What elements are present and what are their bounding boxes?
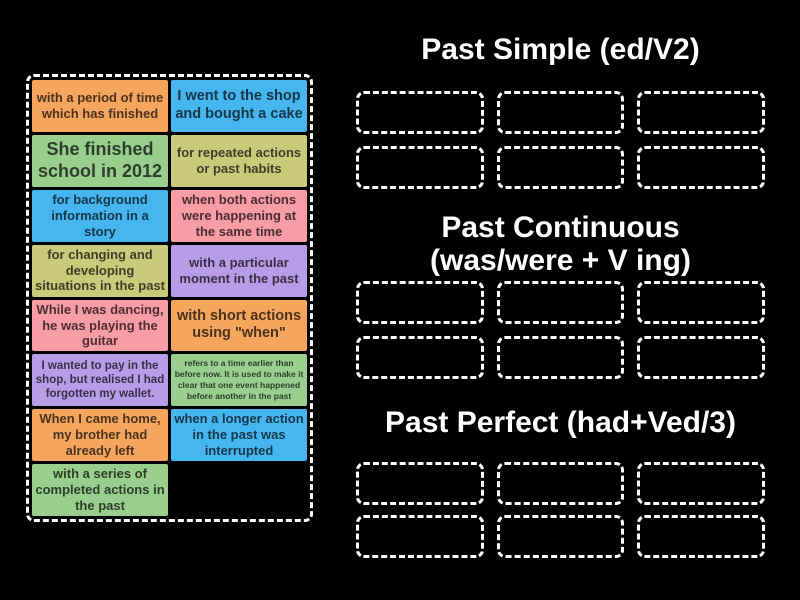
- drop-slot[interactable]: [637, 146, 765, 189]
- drop-slot[interactable]: [356, 462, 484, 505]
- draggable-card[interactable]: when both actions were happening at the …: [171, 189, 307, 242]
- drop-slot[interactable]: [356, 515, 484, 558]
- group-title-past-perfect: Past Perfect (had+Ved/3): [356, 406, 765, 439]
- group-title-past-continuous: Past Continuous (was/were + V ing): [356, 211, 765, 277]
- drop-slot[interactable]: [356, 281, 484, 324]
- drop-slot[interactable]: [637, 281, 765, 324]
- group-past-perfect: Past Perfect (had+Ved/3): [356, 406, 765, 558]
- drop-slot[interactable]: [356, 91, 484, 134]
- drop-slot[interactable]: [496, 146, 625, 189]
- draggable-card[interactable]: with short actions using "when": [171, 299, 307, 352]
- drop-slot[interactable]: [496, 281, 625, 324]
- group-title-line: Past Simple (ed/V2): [421, 33, 700, 66]
- draggable-card[interactable]: for repeated actions or past habits: [171, 134, 307, 187]
- drop-slot[interactable]: [496, 336, 625, 379]
- drop-slot[interactable]: [496, 515, 625, 558]
- drop-slot[interactable]: [356, 146, 484, 189]
- drop-zone-grid-past-continuous: [356, 281, 765, 379]
- drop-zone-grid-past-perfect: [356, 462, 765, 558]
- card-tray: with a period of time which has finished…: [26, 74, 313, 522]
- draggable-card[interactable]: with a particular moment in the past: [171, 244, 307, 297]
- drop-slot[interactable]: [637, 515, 765, 558]
- draggable-card[interactable]: While I was dancing, he was playing the …: [32, 299, 168, 352]
- group-title-line: Past Perfect (had+Ved/3): [385, 406, 736, 439]
- draggable-card[interactable]: refers to a time earlier than before now…: [171, 354, 307, 407]
- draggable-card[interactable]: for changing and developing situations i…: [32, 244, 168, 297]
- draggable-card[interactable]: She finished school in 2012: [32, 134, 168, 187]
- draggable-card[interactable]: I went to the shop and bought a cake: [171, 80, 307, 132]
- draggable-card[interactable]: I wanted to pay in the shop, but realise…: [32, 354, 168, 407]
- draggable-card[interactable]: when a longer action in the past was int…: [171, 409, 307, 462]
- group-past-simple: Past Simple (ed/V2): [356, 33, 765, 189]
- drop-zone-grid-past-simple: [356, 91, 765, 189]
- drop-slot[interactable]: [637, 91, 765, 134]
- draggable-card[interactable]: When I came home, my brother had already…: [32, 409, 168, 462]
- draggable-card[interactable]: with a series of completed actions in th…: [32, 464, 168, 516]
- drop-slot[interactable]: [496, 91, 625, 134]
- group-title-line: Past Continuous: [441, 211, 680, 244]
- draggable-card[interactable]: for background information in a story: [32, 189, 168, 242]
- group-title-line: (was/were + V ing): [430, 244, 691, 277]
- drop-slot[interactable]: [637, 462, 765, 505]
- drop-slot[interactable]: [496, 462, 625, 505]
- drop-slot[interactable]: [637, 336, 765, 379]
- drop-slot[interactable]: [356, 336, 484, 379]
- draggable-card[interactable]: with a period of time which has finished: [32, 80, 168, 132]
- group-title-past-simple: Past Simple (ed/V2): [356, 33, 765, 66]
- group-past-continuous: Past Continuous (was/were + V ing): [356, 211, 765, 379]
